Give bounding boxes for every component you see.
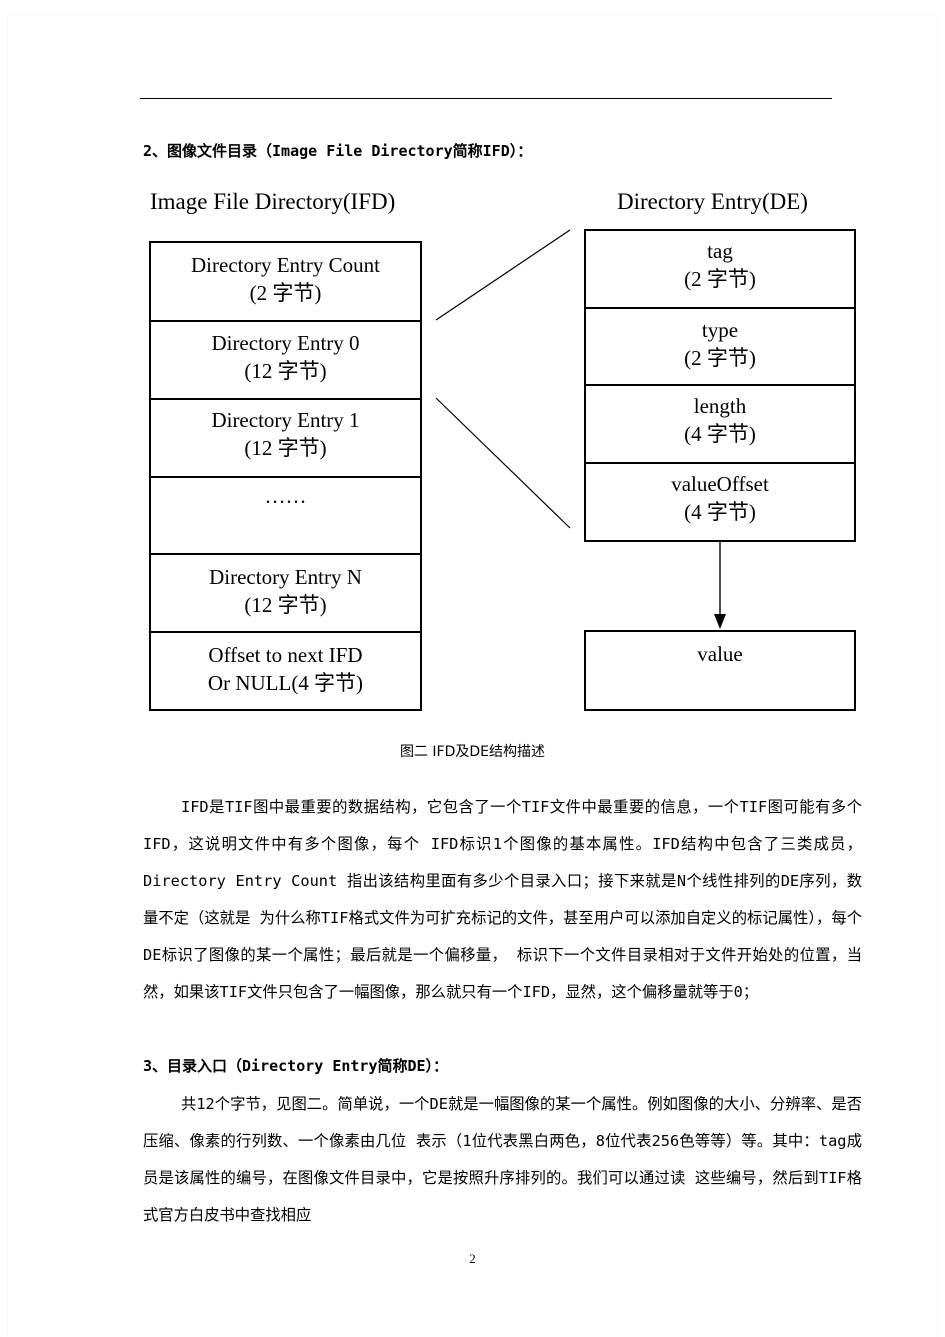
cell-label: Directory Entry N <box>209 565 362 589</box>
cell-label: valueOffset <box>671 472 769 496</box>
de-length-cell: length (4 字节) <box>584 384 856 464</box>
ifd-entry-count-cell: Directory Entry Count (2 字节) <box>149 241 422 322</box>
paragraph-de: 共12个字节，见图二。简单说，一个DE就是一幅图像的某一个属性。例如图像的大小、… <box>143 1095 862 1224</box>
page-number: 2 <box>469 1251 476 1266</box>
section-3-heading: 3、目录入口（Directory Entry简称DE）： <box>143 1057 449 1075</box>
cell-label: length <box>693 394 747 418</box>
cell-label: Directory Entry Count <box>191 253 380 277</box>
cell-size: (4 字节) <box>684 422 756 446</box>
value-cell: value <box>584 630 856 711</box>
cell-size: Or NULL(4 字节) <box>207 671 364 695</box>
page-sheet <box>8 16 937 1337</box>
cell-size: (2 字节) <box>684 267 756 291</box>
de-value-offset-cell: valueOffset (4 字节) <box>584 462 856 542</box>
cell-label: type <box>701 318 739 342</box>
paragraph-ifd: IFD是TIF图中最重要的数据结构，它包含了一个TIF文件中最重要的信息，一个T… <box>143 798 862 1001</box>
cell-label: value <box>697 642 743 666</box>
cell-size: (12 字节) <box>244 359 327 383</box>
de-title: Directory Entry(DE) <box>617 189 808 214</box>
cell-size: (12 字节) <box>244 593 327 617</box>
header-rule <box>140 98 832 99</box>
cell-size: (2 字节) <box>249 281 322 305</box>
section-2-heading: 2、图像文件目录（Image File Directory简称IFD）： <box>143 142 533 160</box>
cell-size: (2 字节) <box>684 346 756 370</box>
pointer-arrow-head <box>714 614 726 629</box>
ifd-entry-0-cell: Directory Entry 0 (12 字节) <box>149 320 422 400</box>
ifd-title: Image File Directory(IFD) <box>150 189 396 214</box>
expand-line-bottom <box>435 397 571 529</box>
cell-label: Offset to next IFD <box>208 643 363 667</box>
expand-line-top <box>435 229 571 321</box>
cell-label: Directory Entry 0 <box>211 331 360 355</box>
cell-size: (4 字节) <box>684 500 756 524</box>
figure-caption: 图二 IFD及DE结构描述 <box>399 744 546 760</box>
cell-label: …… <box>264 484 307 508</box>
cell-size: (12 字节) <box>244 436 327 460</box>
cell-label: tag <box>707 239 733 263</box>
cell-label: Directory Entry 1 <box>211 408 360 432</box>
ifd-next-offset-cell: Offset to next IFD Or NULL(4 字节) <box>149 631 422 711</box>
